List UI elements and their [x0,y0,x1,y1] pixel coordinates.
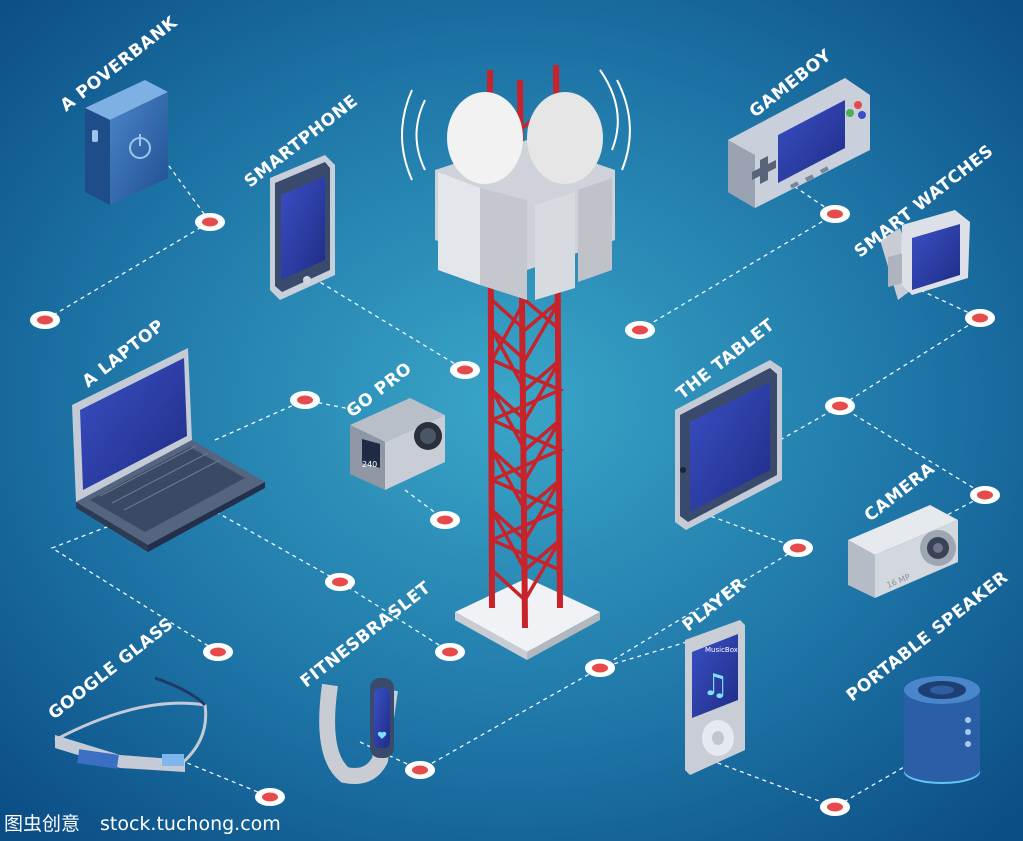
node [290,391,320,409]
node [820,798,850,816]
node [820,205,850,223]
fitness-bracelet-icon [319,678,398,784]
node [435,643,465,661]
powerbank-icon [85,80,168,205]
node [30,311,60,329]
node [585,659,615,677]
node [625,321,655,339]
node [825,397,855,415]
player-screen-title: MusicBox [705,646,738,654]
google-glass-icon [54,676,208,772]
node [965,309,995,327]
node [325,573,355,591]
node [405,761,435,779]
smart-watch-icon [880,210,970,300]
music-player-icon: MusicBox ♫ [685,620,745,775]
music-note-icon: ♫ [702,668,729,703]
node [450,361,480,379]
gameboy-icon [728,78,870,208]
tablet-icon [675,360,782,530]
laptop-icon [72,348,265,552]
node [783,539,813,557]
portable-speaker-icon [904,676,980,784]
node [970,486,1000,504]
node [195,213,225,231]
watermark-site: stock.tuchong.com [100,813,281,835]
gopro-time-readout: 240 [362,460,377,469]
gopro-icon: 240 [350,398,445,490]
watermark-cn: 图虫创意 [4,813,80,835]
camera-icon: 16 MP [848,505,958,598]
connector-nodes [30,205,1000,816]
smartphone-icon [270,155,335,300]
watermark: 图虫创意 stock.tuchong.com [4,813,281,835]
node [430,511,460,529]
node [203,643,233,661]
cell-tower-icon [401,64,631,660]
node [255,788,285,806]
